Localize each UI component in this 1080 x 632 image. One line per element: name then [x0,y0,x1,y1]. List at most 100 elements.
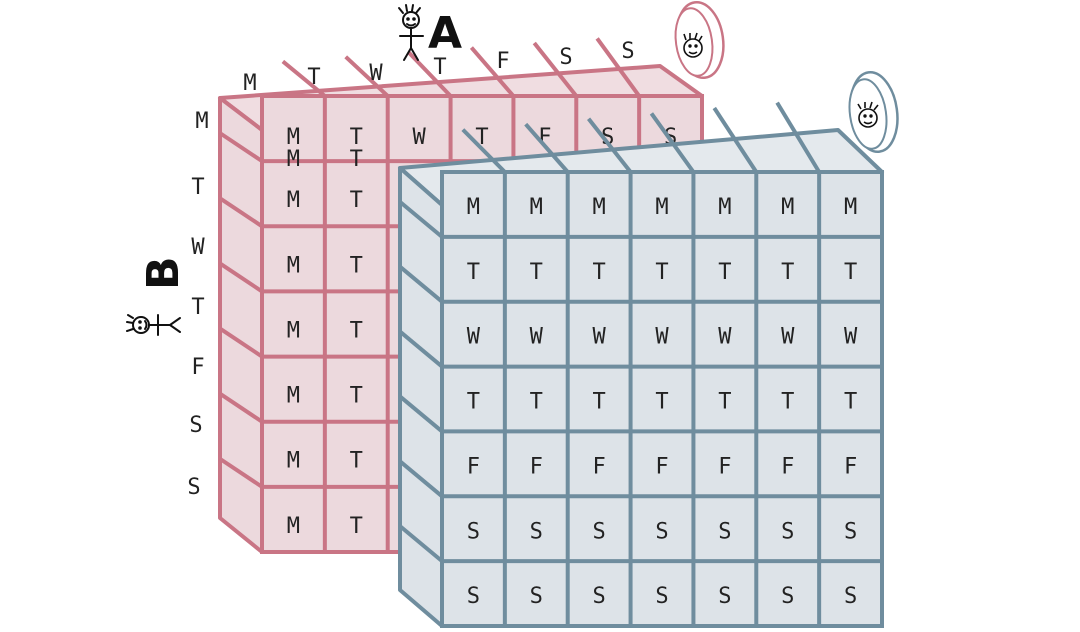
grid-top-divider [281,59,327,98]
blue-cell-letter: T [718,260,731,285]
blue-cell-letter: M [467,195,480,220]
red-cell-letter: S [601,125,614,150]
blue-cell-letter: W [530,325,544,350]
grid-side-divider [218,326,264,359]
blue-cell-letter: F [844,454,857,479]
person-b: B [126,256,189,336]
blue-cell-letter: T [844,260,857,285]
blue-cell-letter: W [467,325,481,350]
blue-cell-letter: S [530,519,543,544]
person-a: A [398,4,462,61]
left-axis-label: F [191,355,204,380]
blue-cell-letter: F [781,454,794,479]
blue-cell-letter: F [467,454,480,479]
grid-top-divider [407,50,453,98]
blue-cell-letter: W [718,325,732,350]
blue-cell-letter: W [593,325,607,350]
blue-grid-front-face [440,170,884,628]
blue-cell-letter: S [655,584,668,609]
blue-cell-letter: S [718,584,731,609]
left-axis-label: S [187,475,200,500]
red-cell-letter: M [287,147,300,172]
blue-cell-letter: T [467,260,480,285]
grid-top-divider [649,112,696,174]
red-cell-letter: T [350,253,363,278]
top-axis-label: F [496,49,509,74]
person-a-letter: A [428,8,462,59]
blue-cell-letter: F [718,454,731,479]
red-cell-letter: W [413,125,427,150]
red-cell-letter: T [350,188,363,213]
blue-cell-letter: F [530,454,543,479]
blue-cell-letter: M [718,195,731,220]
blue-cell-letter: M [530,195,543,220]
grid-top-divider [344,55,390,98]
grid-top-divider [532,41,578,98]
blue-cell-letter: T [593,390,606,415]
person-b-stick-figure-icon [126,314,181,336]
red-cell-letter: T [350,147,363,172]
blue-cell-letter: W [844,325,858,350]
blue-cell-letter: T [781,390,794,415]
grid-side-divider [398,394,444,433]
blue-cell-letter: W [655,325,669,350]
grid-top-divider [469,46,515,98]
blue-cell-letter: S [781,584,794,609]
red-cell-letter: M [287,449,300,474]
left-axis-label: T [191,175,204,200]
blue-cell-letter: T [844,390,857,415]
red-cell-letter: T [350,449,363,474]
red-cell-letter: M [287,125,300,150]
grid-top-divider [524,122,570,174]
left-axis-label: M [195,109,208,134]
grid-side-divider [398,265,444,304]
grid-side-divider [218,392,264,424]
grid-side-divider [398,330,444,369]
blue-cell-letter: T [655,390,668,415]
blue-cell-letter: T [655,260,668,285]
blue-cell-letter: S [781,519,794,544]
red-cell-letter: M [287,253,300,278]
red-cell-letter: T [350,514,363,539]
grid-side-divider [218,457,264,489]
red-cell-letter: M [287,318,300,343]
top-axis-label: W [369,61,383,86]
grid-side-divider [218,196,264,228]
blue-cell-letter: M [844,195,857,220]
blue-cell-letter: S [655,519,668,544]
blue-coin-icon [848,71,899,153]
blue-cell-letter: S [593,519,606,544]
grid-top-divider [587,117,633,174]
grid-side-divider [218,261,264,294]
blue-cell-letter: T [530,260,543,285]
person-b-letter: B [138,256,189,290]
left-axis-label: W [191,235,205,260]
blue-cell-letter: S [467,584,480,609]
blue-cell-letter: T [467,390,480,415]
blue-cell-letter: S [844,519,857,544]
grid-top-divider [775,101,821,174]
red-cell-letter: M [287,384,300,409]
red-coin-icon [674,0,725,80]
left-axis-labels: M T W T F S S [187,109,208,500]
blue-cell-letter: W [781,325,795,350]
grid-side-divider [398,200,444,239]
blue-cell-letter: F [655,454,668,479]
blue-cell-letter: S [530,584,543,609]
grid-side-divider [398,524,444,563]
top-axis-label: S [621,39,634,64]
red-cell-letter: M [287,514,300,539]
blue-cell-letter: M [781,195,794,220]
grid-top-divider [712,106,758,174]
blue-cell-letter: M [593,195,606,220]
blue-cell-letter: S [718,519,731,544]
red-cell-letter: T [350,318,363,343]
blue-cell-letter: T [718,390,731,415]
grid-top-divider [595,37,641,98]
left-axis-label: T [191,295,204,320]
left-axis-label: S [189,413,202,438]
